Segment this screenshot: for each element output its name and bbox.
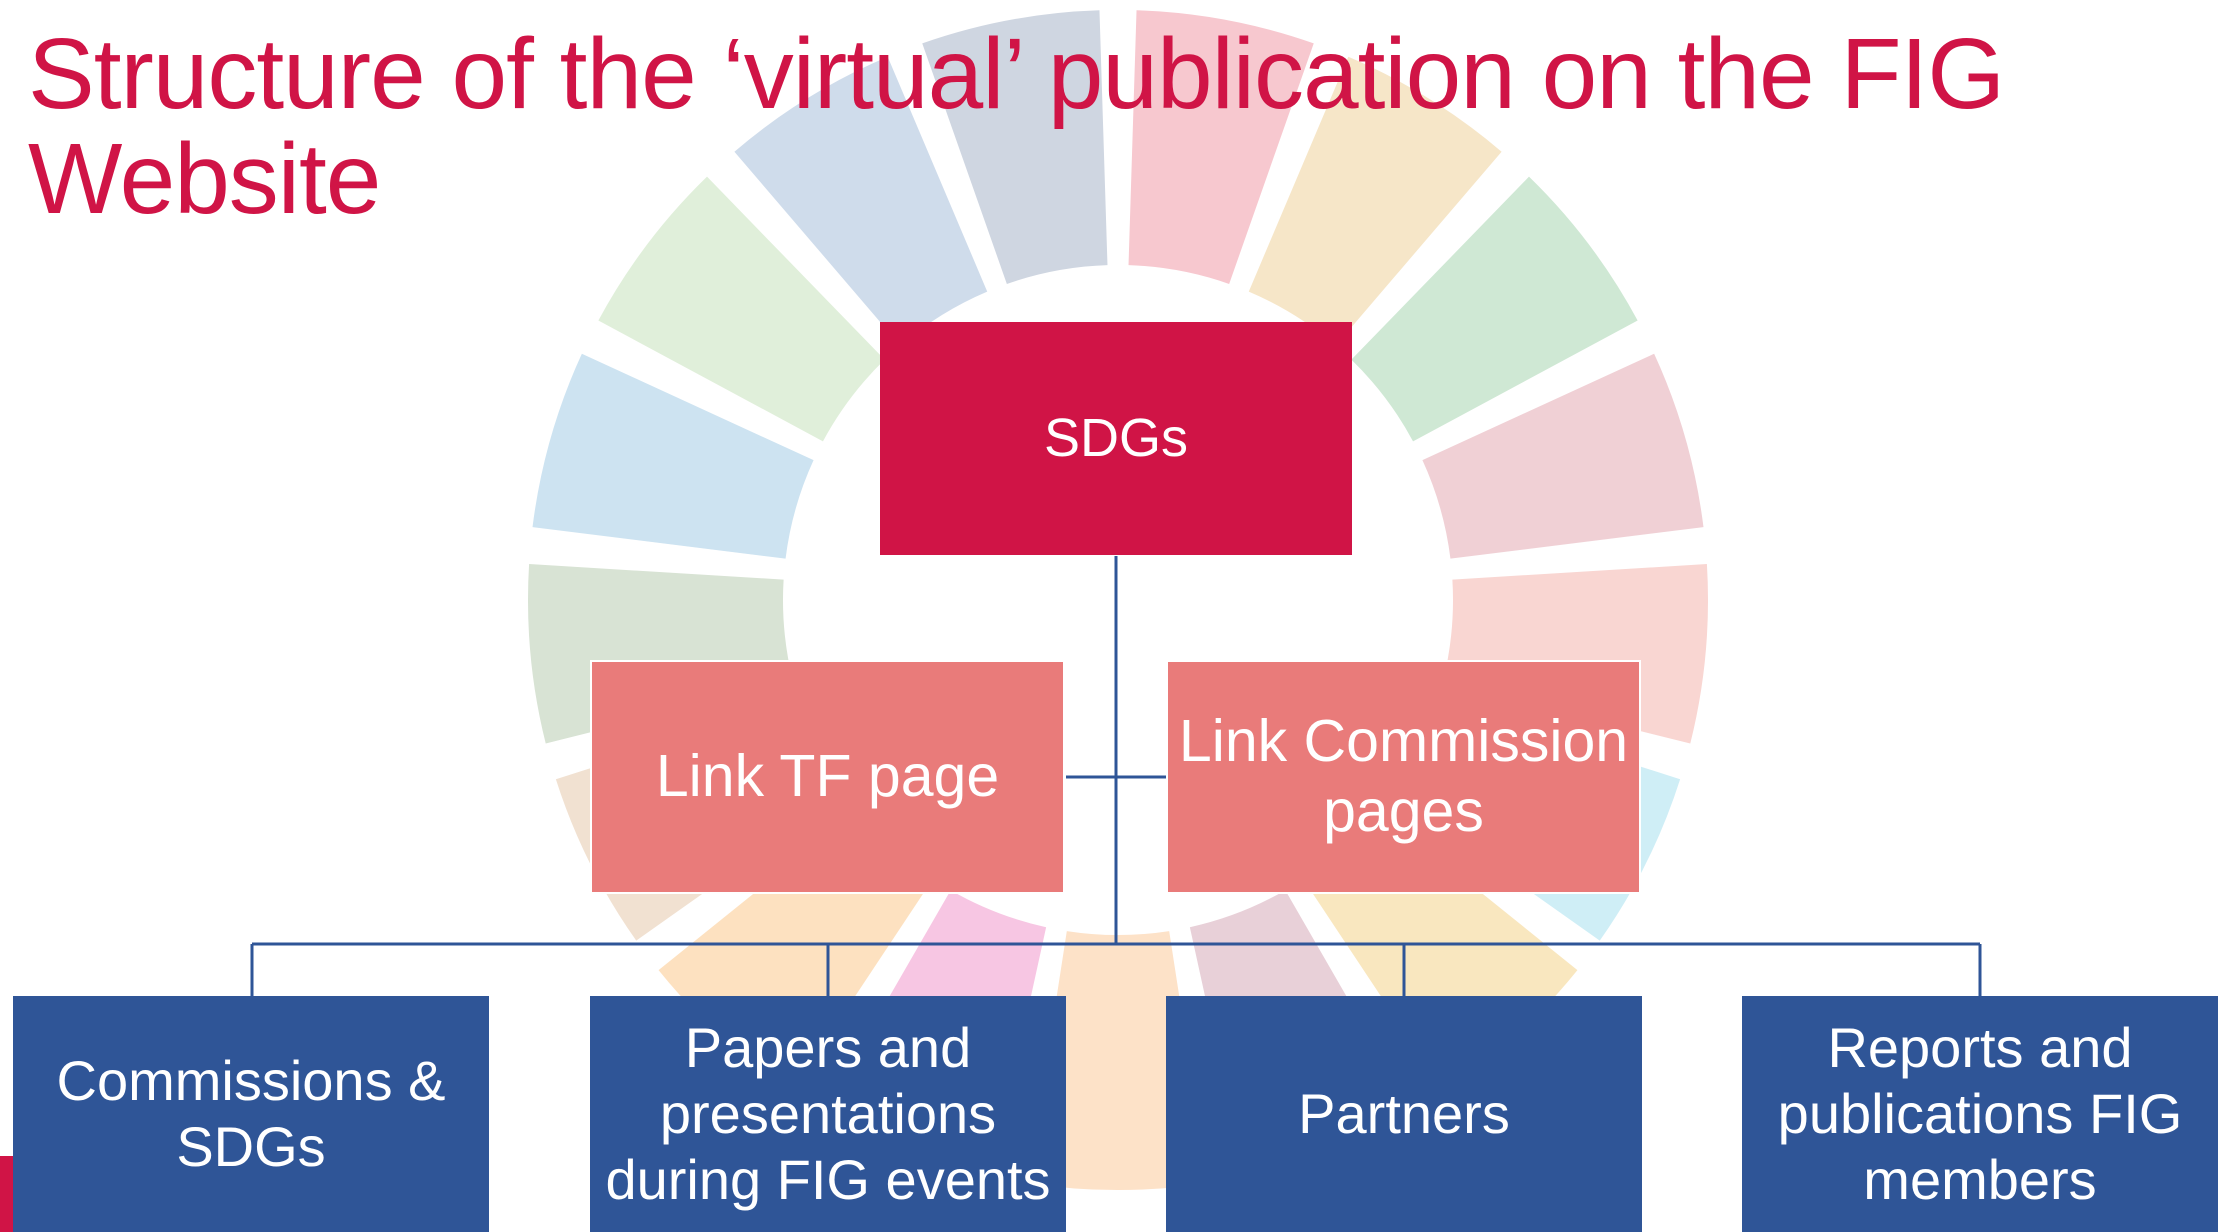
link-tf-node[interactable]: Link TF page: [590, 660, 1065, 894]
reports-publications-label: Reports and publications FIG members: [1777, 1015, 2183, 1212]
wheel-segment: [1351, 176, 1638, 442]
wheel-segment: [598, 176, 885, 442]
reports-publications-node: Reports and publications FIG members: [1742, 996, 2218, 1232]
partners-node: Partners: [1166, 996, 1642, 1232]
root-node-label: SDGs: [1043, 407, 1189, 468]
page-title: Structure of the ‘virtual’ publication o…: [28, 18, 2005, 235]
wheel-segment: [1027, 931, 1209, 1190]
root-node: SDGs: [880, 322, 1352, 555]
wheel-segment: [1442, 564, 1708, 744]
wheel-segment: [1248, 56, 1502, 346]
link-commission-label: Link Commission pages: [1178, 708, 1629, 844]
papers-presentations-node: Papers and presentations during FIG even…: [590, 996, 1066, 1232]
commissions-sdgs-node: Commissions & SDGs: [13, 996, 489, 1232]
commissions-sdgs-label: Commissions & SDGs: [56, 1048, 446, 1178]
wheel-segment: [922, 10, 1108, 284]
link-commission-node[interactable]: Link Commission pages: [1166, 660, 1641, 894]
partners-label: Partners: [1298, 1081, 1510, 1145]
papers-presentations-label: Papers and presentations during FIG even…: [605, 1015, 1051, 1212]
wheel-segment: [532, 353, 814, 559]
wheel-segment: [1128, 10, 1314, 284]
link-tf-label: Link TF page: [655, 743, 1000, 810]
left-edge-accent: [0, 1156, 13, 1232]
wheel-segment: [734, 56, 988, 346]
wheel-segment: [1422, 353, 1704, 559]
